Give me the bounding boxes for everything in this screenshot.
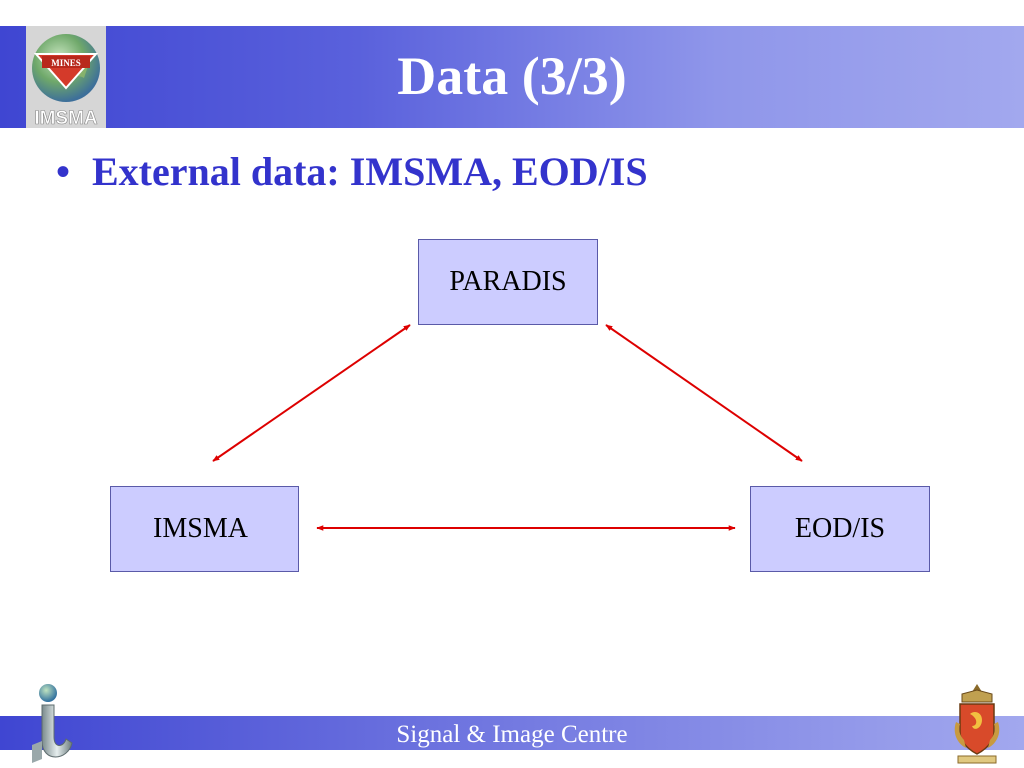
node-label: PARADIS bbox=[449, 266, 567, 297]
edge-paradis-eodis bbox=[605, 324, 803, 462]
bullet-text: External data: IMSMA, EOD/IS bbox=[92, 149, 648, 194]
imsma-logo: MINES IMSMA bbox=[26, 26, 106, 129]
node-imsma: IMSMA bbox=[110, 486, 299, 572]
edge-paradis-imsma bbox=[212, 324, 411, 462]
globe-logo-icon: MINES IMSMA bbox=[32, 34, 100, 129]
slide-title: Data (3/3) bbox=[397, 46, 627, 106]
node-label: IMSMA bbox=[153, 513, 248, 544]
footer-bar bbox=[0, 716, 1024, 750]
mines-badge-text: MINES bbox=[51, 58, 81, 68]
imsma-logo-text: IMSMA bbox=[34, 108, 98, 128]
footer-text: Signal & Image Centre bbox=[396, 721, 628, 748]
bullet-item: • External data: IMSMA, EOD/IS bbox=[56, 148, 648, 196]
bullet-dot-icon: • bbox=[56, 149, 71, 194]
node-label: EOD/IS bbox=[794, 513, 886, 544]
coat-of-arms-icon bbox=[954, 684, 1000, 764]
sic-logo-icon bbox=[32, 684, 73, 763]
node-paradis: PARADIS bbox=[418, 239, 598, 325]
node-eodis: EOD/IS bbox=[750, 486, 930, 572]
header-bar bbox=[0, 26, 1024, 128]
